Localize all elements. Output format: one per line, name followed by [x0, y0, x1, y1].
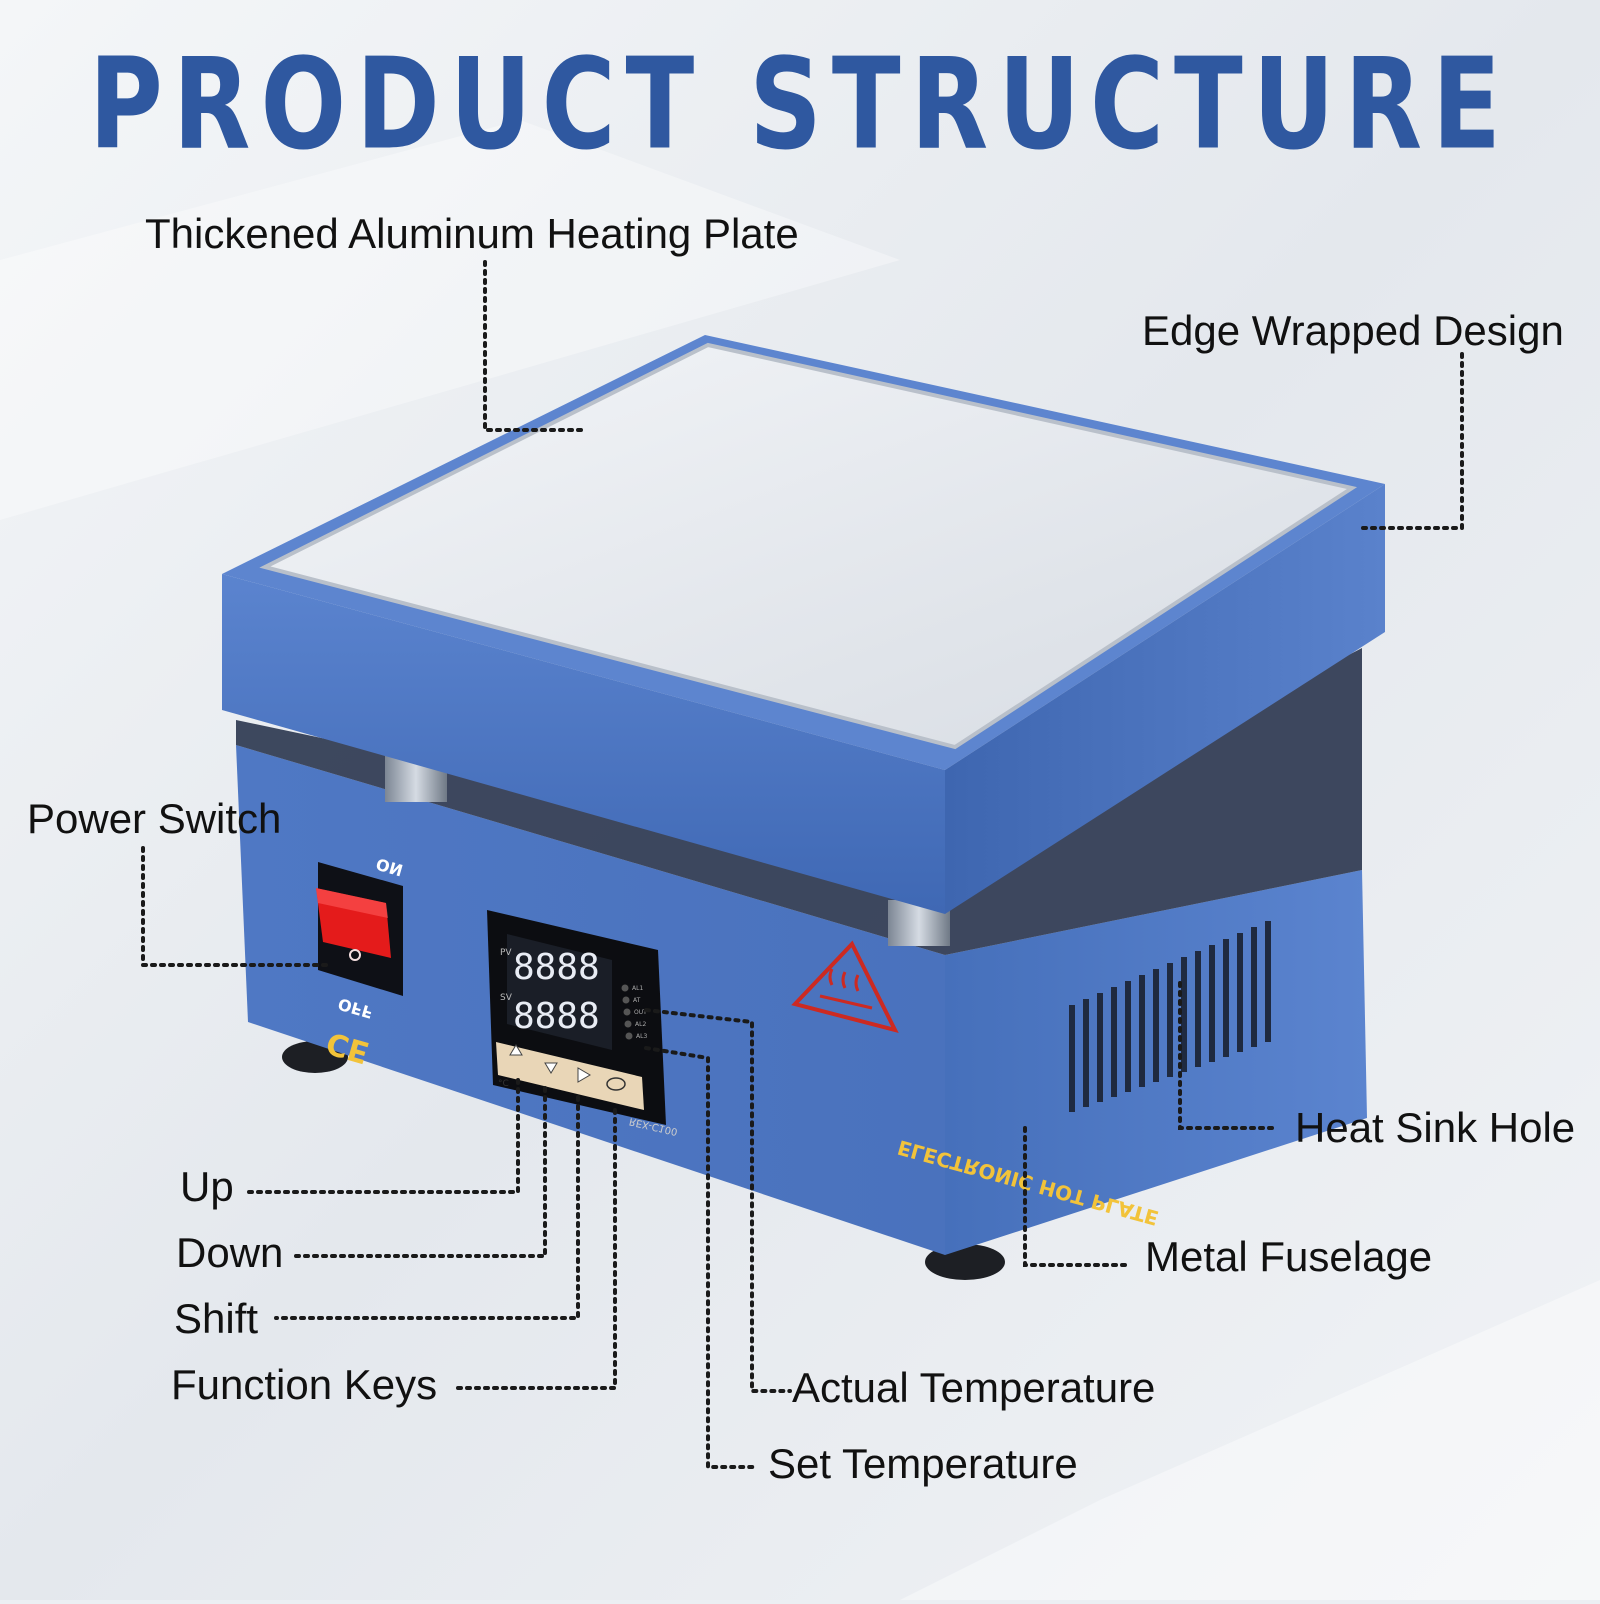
- top-box-front-face: [222, 574, 945, 914]
- label-function-keys: Function Keys: [171, 1361, 438, 1408]
- label-down: Down: [176, 1229, 284, 1276]
- sv-label: SV: [500, 993, 513, 1003]
- label-actual-temp: Actual Temperature: [792, 1364, 1156, 1411]
- set-key-icon: [606, 1077, 626, 1091]
- svg-text:8888: 8888: [513, 947, 600, 988]
- label-shift: Shift: [174, 1295, 259, 1342]
- leader-metal-fuselage: [1023, 1126, 1130, 1267]
- top-box-right-face: [945, 484, 1385, 914]
- pv-label: PV: [500, 948, 512, 958]
- leader-set-temp: [644, 1046, 758, 1469]
- leader-heating-plate: [483, 260, 584, 432]
- aluminum-heating-plate: [259, 342, 1358, 750]
- heat-sink-vents: [1069, 921, 1271, 1112]
- svg-text:OUT: OUT: [634, 1009, 647, 1016]
- up-arrow-icon: [509, 1044, 523, 1056]
- svg-text:AL1: AL1: [632, 985, 643, 992]
- leader-power-switch: [141, 846, 332, 967]
- label-edge-wrapped: Edge Wrapped Design: [1142, 307, 1564, 354]
- svg-text:AL2: AL2: [635, 1021, 646, 1028]
- label-heat-sink: Heat Sink Hole: [1295, 1104, 1576, 1151]
- leader-edge-wrapped: [1360, 352, 1464, 530]
- key-strip: [496, 1042, 644, 1110]
- down-arrow-icon: [544, 1062, 558, 1074]
- leader-down: [292, 1086, 547, 1258]
- leader-shift: [274, 1095, 580, 1320]
- label-power-switch: Power Switch: [27, 795, 282, 842]
- indicator-leds: AL1 AT OUT AL2 AL3: [621, 984, 647, 1040]
- temperature-controller: 8888 8888 PV SV AL1 AT OUT AL2 AL3 °C RE…: [487, 910, 679, 1137]
- svg-text:8888: 8888: [513, 996, 600, 1037]
- set-temp-display: 8888: [513, 996, 600, 1037]
- leader-lines: [141, 260, 1464, 1469]
- label-heating-plate: Thickened Aluminum Heating Plate: [145, 210, 799, 257]
- label-set-temp: Set Temperature: [768, 1440, 1078, 1487]
- heat-warning-icon: [791, 940, 899, 1034]
- unit-label: °C: [498, 1079, 509, 1089]
- leader-heat-sink: [1178, 981, 1278, 1130]
- shift-arrow-icon: [577, 1067, 591, 1083]
- actual-temp-display: 8888: [513, 947, 600, 988]
- background-light-shape: [900, 1280, 1600, 1600]
- svg-text:AL3: AL3: [636, 1033, 647, 1040]
- base-gap-shadow: [236, 648, 1362, 955]
- leader-function-keys: [450, 1108, 617, 1390]
- leader-actual-temp: [644, 1008, 792, 1393]
- background-light-shape: [0, 120, 900, 520]
- svg-text:AT: AT: [633, 997, 641, 1004]
- page-title: PRODUCT STRUCTURE: [89, 32, 1511, 178]
- label-up: Up: [180, 1163, 234, 1210]
- label-metal-fuselage: Metal Fuselage: [1145, 1233, 1433, 1280]
- leader-up: [244, 1078, 520, 1194]
